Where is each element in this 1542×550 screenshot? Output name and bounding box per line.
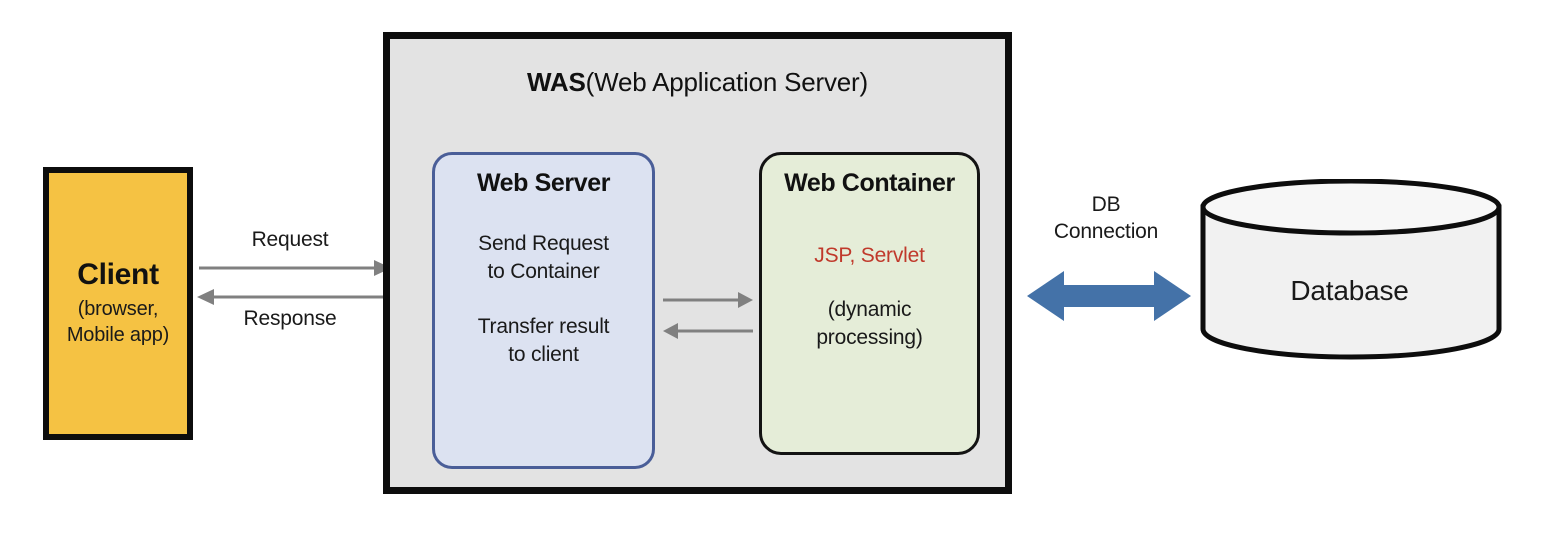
response-arrow-label: Response — [243, 307, 337, 330]
client-title: Client — [77, 258, 159, 292]
web-server-desc-1-line-1: Send Request — [478, 232, 609, 255]
db-connection-arrow-icon — [1027, 271, 1191, 321]
web-container-description: (dynamic processing) — [816, 296, 923, 351]
db-connection-line-2: Connection — [1053, 219, 1159, 243]
web-server-node[interactable]: Web Server Send Request to Container Tra… — [432, 152, 655, 469]
db-connection-line-1: DB — [1091, 193, 1121, 216]
was-container[interactable]: WAS(Web Application Server) Web Server S… — [383, 32, 1012, 494]
client-subtitle-line-2: Mobile app) — [66, 324, 170, 346]
web-server-description-2: Transfer result to client — [478, 313, 610, 368]
web-container-technologies: JSP, Servlet — [814, 244, 925, 267]
container-to-server-arrow-icon — [663, 323, 753, 339]
request-arrow-label: Request — [251, 228, 329, 251]
web-server-description-1: Send Request to Container — [478, 230, 609, 285]
client-node[interactable]: Client (browser, Mobile app) — [43, 167, 193, 440]
web-server-desc-2-line-1: Transfer result — [477, 315, 610, 339]
response-arrow-icon — [197, 289, 389, 305]
web-container-desc-line-1: (dynamic — [827, 298, 912, 321]
web-container-desc-line-2: processing) — [816, 325, 923, 349]
database-label: Database — [1290, 275, 1409, 306]
db-connection-label: DB Connection — [1020, 192, 1192, 246]
request-arrow-icon — [199, 260, 391, 276]
web-container-node[interactable]: Web Container JSP, Servlet (dynamic proc… — [759, 152, 980, 455]
web-server-desc-2-line-2: to client — [508, 343, 579, 367]
web-server-heading: Web Server — [476, 169, 611, 197]
web-server-desc-1-line-2: to Container — [487, 259, 600, 283]
server-to-container-arrow-icon — [663, 292, 753, 308]
was-title-expansion: (Web Application Server) — [585, 67, 868, 97]
client-subtitle-line-1: (browser, — [77, 298, 159, 321]
was-title: WAS(Web Application Server) — [390, 67, 1005, 98]
database-cylinder-icon[interactable] — [1198, 179, 1503, 371]
web-container-heading: Web Container — [784, 169, 955, 197]
was-title-abbr: WAS — [527, 67, 586, 97]
